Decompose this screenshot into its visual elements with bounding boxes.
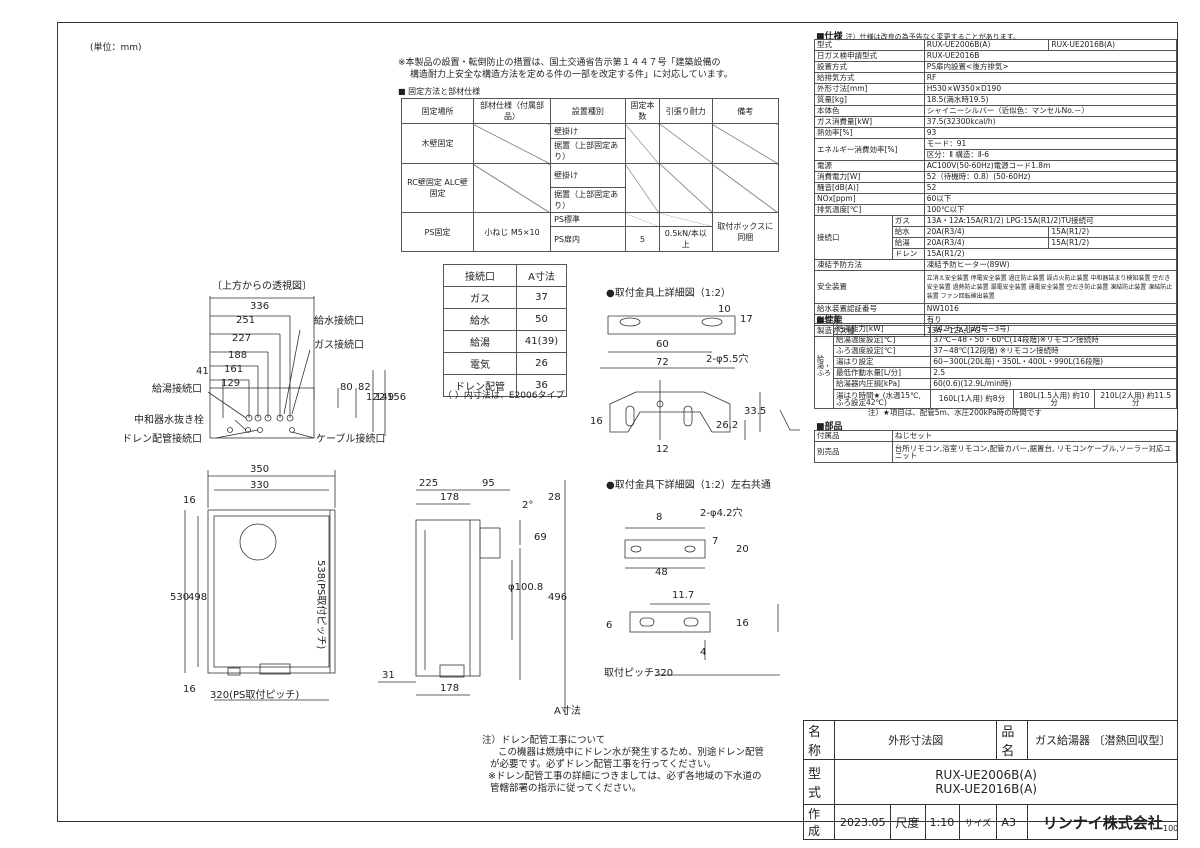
svg-text:16: 16 [183,495,196,506]
svg-text:A寸法: A寸法 [554,704,581,717]
svg-text:16: 16 [590,416,603,427]
svg-text:17: 17 [740,314,753,325]
title-block: 名称 外形寸法図 品名 ガス給湯器 〔潜熱回収型〕 型式 RUX-UE2006B… [803,720,1178,840]
svg-text:129: 129 [221,378,240,389]
svg-text:41: 41 [196,366,209,377]
label-drain-plug: 中和器水抜き栓 [134,413,204,426]
svg-text:498: 498 [188,592,207,603]
label-gas-inlet: ガス接続口 [314,338,364,351]
svg-text:82: 82 [358,382,371,393]
drawings-svg: 〔上方からの透視図〕 336 251 227 188 161 129 41 80… [122,279,800,717]
svg-text:178: 178 [440,683,459,694]
side-view-body [415,519,481,677]
label-hot-water-outlet: 給湯接続口 [152,382,202,395]
accessory-table: 付属品ねじセット 別売品台所リモコン,浴室リモコン,配管カバー,据置台, リモコ… [814,430,1178,463]
svg-text:188: 188 [228,350,247,361]
svg-text:60: 60 [656,339,669,350]
svg-text:11.7: 11.7 [672,590,694,601]
perf-title: ■性能 [816,316,843,326]
svg-text:28: 28 [548,492,561,503]
detail-upper-title: ●取付金具上詳細図（1:2） [606,286,731,299]
svg-text:10: 10 [718,304,731,315]
svg-text:95: 95 [482,478,495,489]
svg-text:496: 496 [548,592,567,603]
svg-text:156: 156 [387,392,406,403]
perf-table: 給湯・ふろ給湯能力[kW]34.9~5.2(20号~3号) 給湯温度設定[℃]3… [814,323,1177,409]
svg-text:72: 72 [656,357,669,368]
label-water-inlet: 給水接続口 [314,314,364,327]
svg-text:122: 122 [366,392,385,403]
install-note: ※本製品の設置・転倒防止の措置は、国土交通省告示第１４４７号「建築設備の 構造耐… [398,58,733,80]
detail-lower-title: ●取付金具下詳細図（1:2）左右共通 [606,478,771,491]
svg-text:4: 4 [700,647,706,658]
svg-text:530: 530 [170,592,189,603]
connection-note: （ ）内寸法は、E2006タイプ [443,391,565,401]
company-name: リンナイ株式会社 [1027,804,1178,840]
svg-text:20: 20 [736,544,749,555]
svg-text:16: 16 [183,684,196,695]
svg-text:6: 6 [606,620,612,631]
svg-text:178: 178 [440,492,459,503]
unit-label: (単位：mm) [90,43,142,53]
svg-text:69: 69 [534,532,547,543]
svg-text:251: 251 [236,315,255,326]
top-view-title: 〔上方からの透視図〕 [212,279,312,292]
svg-text:φ100.8: φ100.8 [508,582,543,593]
svg-text:2-φ4.2穴: 2-φ4.2穴 [700,506,742,519]
svg-text:80: 80 [340,382,353,393]
svg-text:26.2: 26.2 [716,420,738,431]
svg-text:350: 350 [250,464,269,475]
svg-text:48: 48 [655,567,668,578]
svg-text:2°: 2° [522,500,533,511]
page-number: 100 [1163,824,1179,833]
label-drain-pipe: ドレン配管接続口 [122,432,202,445]
fix-table: 固定場所 部材仕様（付属部品） 設置種別 固定本数 引張り耐力 備考 木壁固定壁… [401,98,779,252]
svg-text:16: 16 [736,618,749,629]
svg-text:161: 161 [224,364,243,375]
svg-text:33.5: 33.5 [744,406,766,417]
drain-note: 注）ドレン配管工事について この機器は燃焼中にドレン水が発生するため、別途ドレン… [482,735,765,794]
svg-text:538(PS取付ピッチ): 538(PS取付ピッチ) [315,560,328,649]
front-view-body [207,509,336,674]
svg-text:336: 336 [250,301,269,312]
accessory-title: ■部品 [816,422,843,432]
svg-text:227: 227 [232,333,251,344]
fix-title: ■ 固定方法と部材仕様 [398,87,481,96]
svg-text:2-φ5.5穴: 2-φ5.5穴 [706,352,748,365]
top-view-body [209,387,315,439]
svg-text:8: 8 [656,512,662,523]
label-cable-inlet: ケーブル接続口 [316,432,385,445]
svg-text:31: 31 [382,670,395,681]
perf-note: 注）★項目は、配管5m、水圧200kPa時の時間です [868,408,1042,417]
svg-text:取付ピッチ320: 取付ピッチ320 [604,666,673,679]
svg-text:7: 7 [712,536,718,547]
svg-text:330: 330 [250,480,269,491]
svg-text:149: 149 [375,392,394,403]
drawing-frame [57,22,1178,822]
svg-text:320(PS取付ピッチ): 320(PS取付ピッチ) [210,688,299,701]
svg-text:12: 12 [656,444,669,455]
svg-text:225: 225 [419,478,438,489]
spec-title: ■仕様 注）仕様は改良の為予告なく変更することがあります。 [816,32,1020,42]
